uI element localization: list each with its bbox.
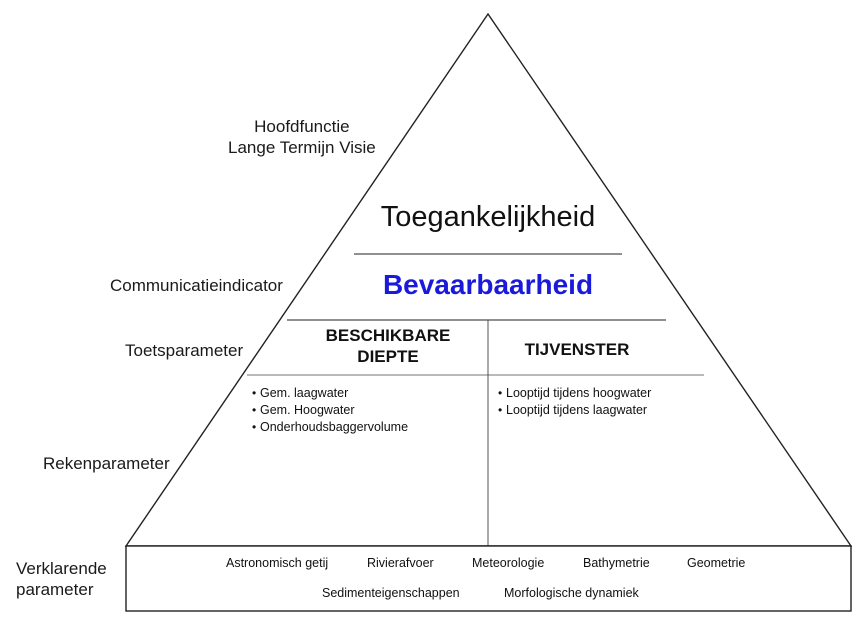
list-item: Looptijd tijdens hoogwater <box>498 385 651 402</box>
left-box-bullets: Gem. laagwater Gem. Hoogwater Onderhouds… <box>252 385 408 436</box>
explanatory-parameter-label: Verklarende parameter <box>16 558 107 600</box>
left-box-heading-line2: DIEPTE <box>357 347 419 366</box>
middle-title: Bevaarbaarheid <box>382 269 594 300</box>
top-title: Toegankelijkheid <box>380 201 596 233</box>
explanatory-parameter-line1: Verklarende <box>16 559 107 578</box>
main-function-label: Hoofdfunctie Lange Termijn Visie <box>228 116 376 158</box>
test-parameter-label: Toetsparameter <box>125 341 244 360</box>
right-box-heading: TIJVENSTER <box>524 340 630 359</box>
bottom-item-astronomical-tide: Astronomisch getij <box>226 556 329 570</box>
explanatory-parameter-line2: parameter <box>16 580 94 599</box>
bottom-item-sediment-properties: Sedimenteigenschappen <box>322 586 460 600</box>
bottom-box <box>125 545 852 612</box>
list-item: Looptijd tijdens laagwater <box>498 402 651 419</box>
bottom-item-geometry: Geometrie <box>687 556 746 570</box>
list-item: Gem. Hoogwater <box>252 402 408 419</box>
main-function-line1: Hoofdfunctie <box>254 117 350 136</box>
bottom-item-morphological-dynamics: Morfologische dynamiek <box>504 586 639 600</box>
left-box-heading-line1: BESCHIKBARE <box>325 326 451 345</box>
communication-indicator-label: Communicatieindicator <box>110 276 283 295</box>
right-box-bullets: Looptijd tijdens hoogwater Looptijd tijd… <box>498 385 651 419</box>
bottom-item-meteorology: Meteorologie <box>472 556 545 570</box>
list-item: Gem. laagwater <box>252 385 408 402</box>
list-item: Onderhoudsbaggervolume <box>252 419 408 436</box>
bottom-item-bathymetry: Bathymetrie <box>583 556 650 570</box>
calculation-parameter-label: Rekenparameter <box>43 454 170 473</box>
left-box-heading: BESCHIKBARE DIEPTE <box>289 325 487 367</box>
bottom-item-river-discharge: Rivierafvoer <box>367 556 434 570</box>
main-function-line2: Lange Termijn Visie <box>228 138 376 157</box>
